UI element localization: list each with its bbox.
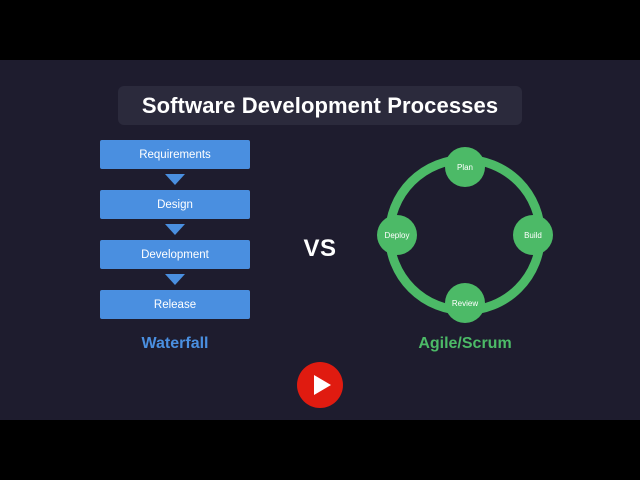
waterfall-step-release[interactable]: Release: [100, 290, 250, 319]
agile-diagram: Plan Build Review Deploy: [377, 147, 553, 323]
arrow-down-glyph: [165, 224, 185, 235]
play-triangle-glyph: [313, 375, 331, 395]
play-icon[interactable]: [297, 362, 343, 408]
letterbox-top: [0, 0, 640, 60]
arrow-down-icon: [100, 219, 250, 240]
agile-node-review[interactable]: Review: [445, 283, 485, 323]
waterfall-step-design[interactable]: Design: [100, 190, 250, 219]
arrow-down-glyph: [165, 274, 185, 285]
agile-node-plan[interactable]: Plan: [445, 147, 485, 187]
waterfall-step-label: Release: [153, 298, 197, 311]
agile-node-label: Plan: [456, 162, 473, 172]
arrow-down-glyph: [165, 174, 185, 185]
agile-caption: Agile/Scrum: [418, 335, 512, 352]
agile-node-label: Review: [451, 298, 479, 308]
arrow-down-icon: [100, 169, 250, 190]
agile-node-label: Build: [524, 230, 542, 240]
waterfall-step-requirements[interactable]: Requirements: [100, 140, 250, 169]
agile-node-label: Deploy: [384, 230, 410, 240]
waterfall-step-label: Development: [141, 248, 209, 261]
title-panel: Software Development Processes: [118, 86, 522, 125]
waterfall-step-label: Requirements: [139, 148, 211, 161]
slide-canvas: Software Development Processes Requireme…: [0, 60, 640, 420]
waterfall-diagram: Requirements Design Development Release: [100, 140, 250, 319]
page-title: Software Development Processes: [141, 92, 499, 118]
agile-node-deploy[interactable]: Deploy: [377, 215, 417, 255]
arrow-down-icon: [100, 269, 250, 290]
waterfall-caption: Waterfall: [141, 335, 209, 352]
waterfall-step-development[interactable]: Development: [100, 240, 250, 269]
agile-node-build[interactable]: Build: [513, 215, 553, 255]
letterbox-bottom: [0, 420, 640, 480]
vs-label: VS: [303, 235, 337, 262]
waterfall-step-label: Design: [157, 198, 193, 211]
